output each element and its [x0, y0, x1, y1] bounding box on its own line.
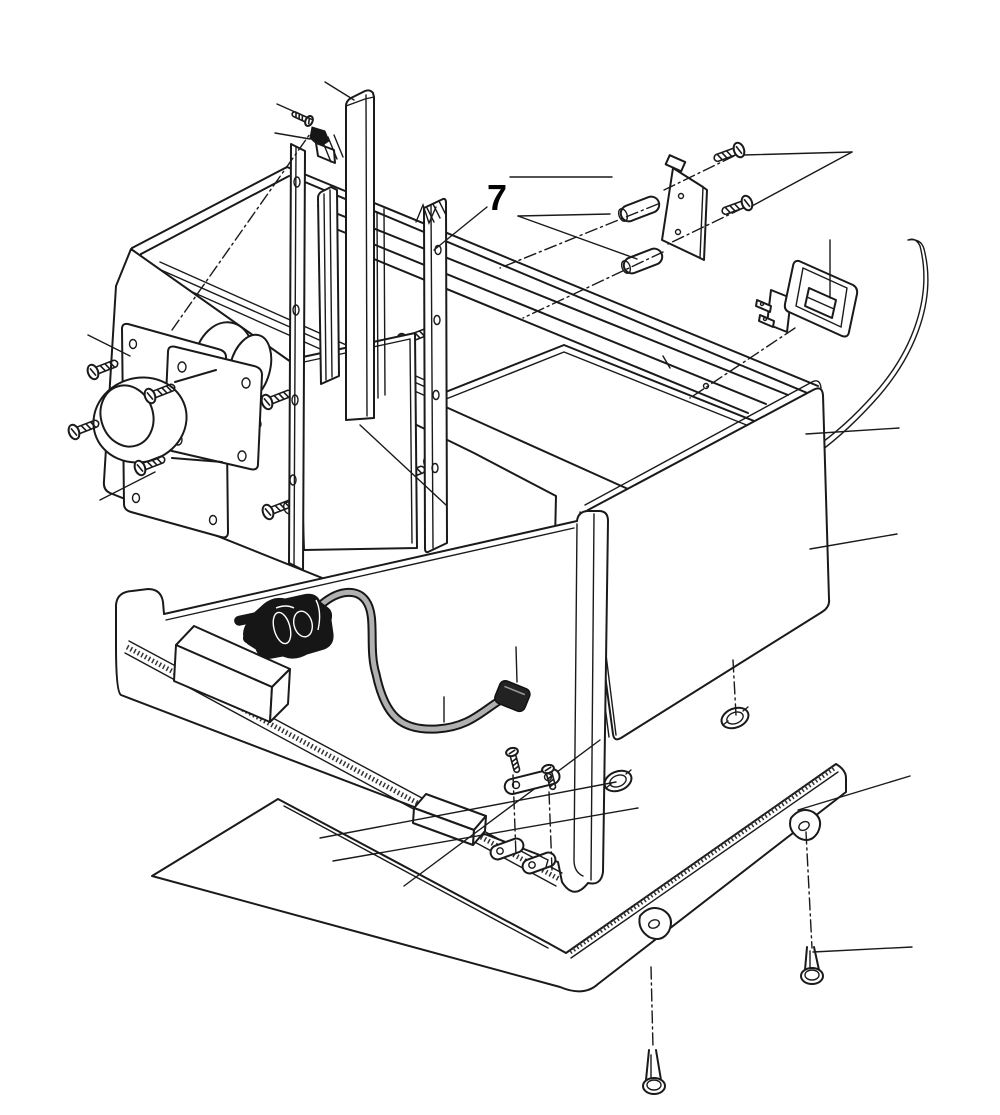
top-clamp-block — [310, 127, 329, 147]
switch-wire — [813, 239, 928, 453]
chassis-rails — [287, 167, 818, 413]
motor-mount — [65, 317, 434, 605]
pcb-screws — [710, 140, 756, 221]
bottom-screw — [643, 1050, 665, 1094]
right-guide-plate — [424, 199, 447, 552]
pcb-standoffs — [617, 194, 665, 275]
cord-clamp — [503, 745, 561, 796]
guide-channel — [318, 187, 339, 384]
center-lines — [172, 131, 812, 1048]
base-screw-boss — [718, 704, 751, 732]
power-cord — [322, 592, 499, 729]
base-feet-tabs — [639, 810, 820, 939]
base-screws — [643, 947, 823, 1094]
blade-guard-post — [346, 90, 374, 420]
pcb-assembly — [617, 140, 756, 275]
cord-grommet — [493, 679, 532, 713]
power-switch — [756, 261, 857, 337]
leader-lines — [88, 82, 912, 952]
top-clamp-screw — [289, 107, 343, 163]
figure-label-7: 7 — [487, 177, 507, 218]
center-guide-assembly — [289, 90, 447, 570]
left-bracket-plate — [289, 144, 305, 570]
mid-housing-rib — [174, 626, 290, 722]
bottom-screw — [801, 947, 823, 984]
motor-cylinder — [82, 366, 222, 475]
power-plug — [234, 594, 333, 658]
base-screw-boss — [601, 767, 634, 795]
